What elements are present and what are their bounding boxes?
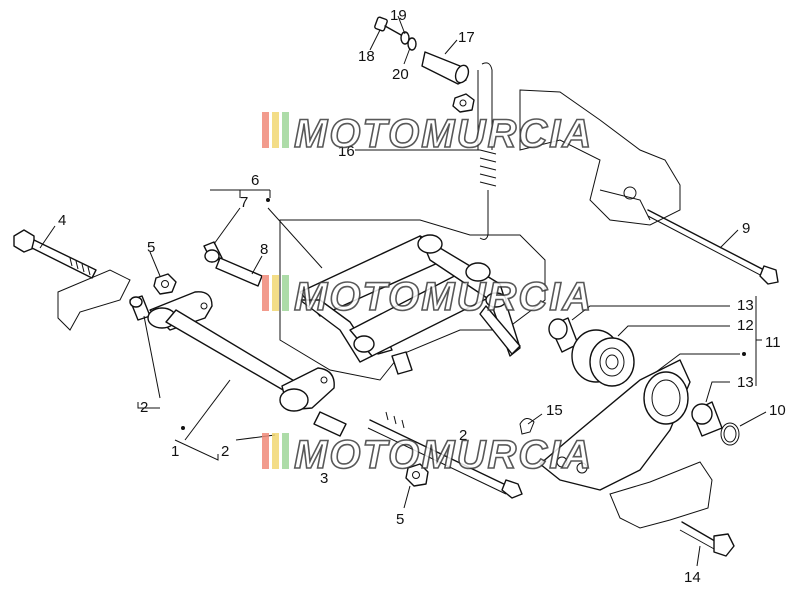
callout-15: 15 <box>546 402 563 419</box>
callout-2-left: 2 <box>140 399 148 416</box>
callout-5-top: 5 <box>147 239 155 256</box>
callout-labels: 1 2 2 2 3 4 5 5 6 7 8 9 10 11 12 13 13 1… <box>58 7 786 586</box>
callout-17: 17 <box>458 29 475 46</box>
callout-dot-6 <box>266 198 270 202</box>
left-frame-stub <box>57 269 131 331</box>
callout-19: 19 <box>390 7 407 24</box>
part-4-bolt <box>13 229 97 279</box>
part-13-bushing-lower <box>691 401 723 437</box>
part-1-swing-arm <box>147 291 335 412</box>
callout-dot-11 <box>742 352 746 356</box>
part-12-bearing <box>571 329 635 387</box>
callout-18: 18 <box>358 48 375 65</box>
watermark-stripe <box>262 433 269 469</box>
part-8-pin <box>215 257 263 287</box>
callout-9: 9 <box>742 220 750 237</box>
callout-dot-1 <box>181 426 185 430</box>
watermark-stripe <box>282 112 289 148</box>
part-6-link-assembly <box>299 234 521 363</box>
part-16-spring <box>477 62 497 240</box>
callout-4: 4 <box>58 212 66 229</box>
part-11-arm-bracket <box>539 359 691 491</box>
callout-5-bottom: 5 <box>396 511 404 528</box>
callout-1: 1 <box>171 443 179 460</box>
watermark-3: MOTOMURCIA <box>262 432 593 478</box>
watermark-stripe <box>272 433 279 469</box>
callout-12: 12 <box>737 317 754 334</box>
part-17-pin <box>421 51 470 85</box>
watermark-stripe <box>262 112 269 148</box>
callout-2-bottom: 2 <box>221 443 229 460</box>
watermark-text: MOTOMURCIA <box>294 112 593 156</box>
part-19-20-washers <box>400 31 417 51</box>
callout-2-right: 2 <box>459 427 467 444</box>
lower-bolt <box>367 411 523 499</box>
part-10-circlip <box>720 422 740 446</box>
callout-13-top: 13 <box>737 297 754 314</box>
watermark-2: MOTOMURCIA <box>262 274 593 320</box>
part-5-nut <box>153 273 177 295</box>
part-5-nut-lower <box>405 463 429 487</box>
nut-top <box>452 93 475 113</box>
watermark-stripe <box>282 433 289 469</box>
part-9-long-bolt <box>647 209 779 285</box>
part-15-clip <box>519 418 535 435</box>
part-14-bolt <box>679 521 735 557</box>
watermark-text: MOTOMURCIA <box>294 275 593 319</box>
callout-8: 8 <box>260 241 268 258</box>
watermark-text: MOTOMURCIA <box>294 433 593 477</box>
callout-14: 14 <box>684 569 701 586</box>
callout-6: 6 <box>251 172 259 189</box>
callout-11: 11 <box>765 334 781 351</box>
leader-lines <box>39 15 767 567</box>
callout-3: 3 <box>320 470 328 487</box>
watermark-stripe <box>262 275 269 311</box>
watermark-stripe <box>272 275 279 311</box>
watermark-1: MOTOMURCIA <box>262 111 593 157</box>
part-2-bushing-left <box>129 295 151 321</box>
watermark-stripe <box>272 112 279 148</box>
lower-right-frame <box>609 461 713 529</box>
callout-20: 20 <box>392 66 409 83</box>
callout-16: 16 <box>338 143 355 160</box>
watermark-stripe <box>282 275 289 311</box>
part-3-pin <box>313 411 347 437</box>
callout-10: 10 <box>769 402 786 419</box>
callout-13-bottom: 13 <box>737 374 754 391</box>
callout-7: 7 <box>240 194 248 211</box>
